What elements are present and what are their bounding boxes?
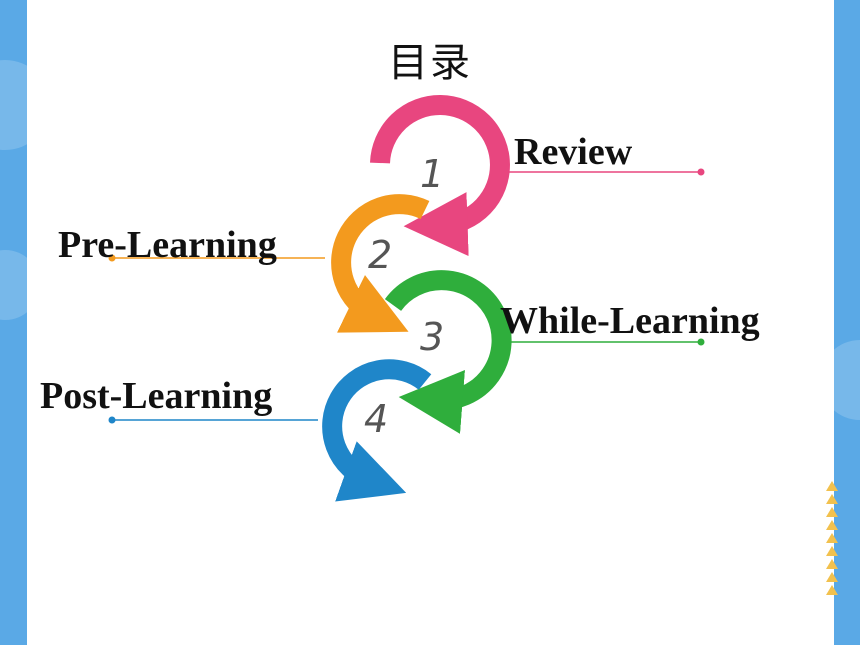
item-number: 4: [364, 397, 388, 441]
connector-line-while-learning: [495, 338, 705, 346]
curved-arrow-icon: [322, 359, 432, 502]
item-label-while-learning[interactable]: While-Learning: [500, 300, 760, 342]
curved-arrow-icon: [384, 270, 512, 434]
connector-line-pre-learning: [108, 254, 325, 262]
item-label-post-learning[interactable]: Post-Learning: [40, 375, 273, 417]
item-number: 3: [420, 315, 444, 359]
curved-arrow-icon: [370, 95, 510, 257]
item-label-review[interactable]: Review: [514, 131, 633, 173]
connector-line-review: [495, 168, 705, 176]
connector-line-post-learning: [108, 416, 318, 424]
item-number: 1: [420, 152, 444, 196]
page-title: 目录: [388, 40, 472, 86]
curved-arrow-icon: [331, 194, 430, 333]
item-number: 2: [368, 233, 392, 277]
triangle-stack-icon: [826, 481, 838, 595]
item-label-pre-learning[interactable]: Pre-Learning: [58, 224, 277, 266]
